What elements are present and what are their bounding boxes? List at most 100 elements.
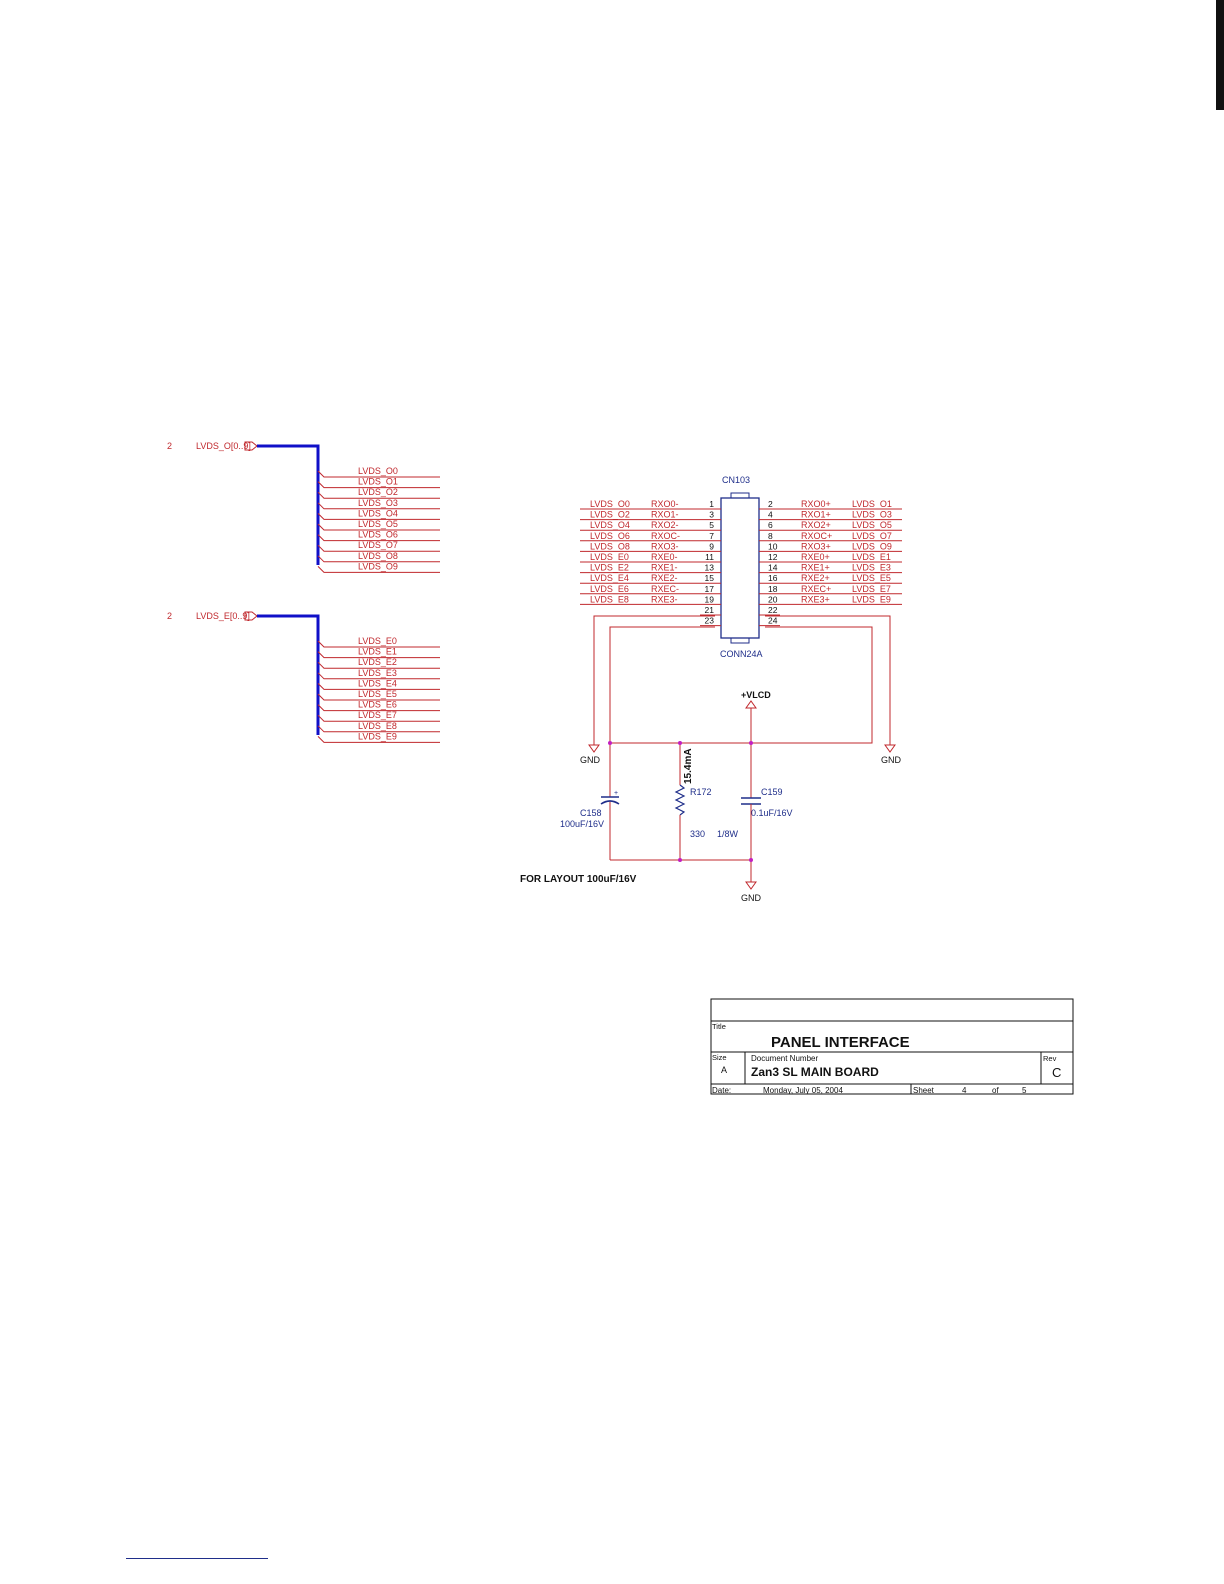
connector-right-rows: 2 RXO0+ LVDS_O1 4 RXO1+ LVDS_O3 6 RXO2+ … — [768, 499, 892, 626]
conn-right-sig: RXO2+ — [801, 520, 831, 530]
conn-left-net: LVDS_E2 — [590, 563, 629, 573]
conn-right-sig: RXO3+ — [801, 541, 831, 551]
drawing-title: PANEL INTERFACE — [771, 1034, 910, 1051]
conn-left-sig: RXE3- — [651, 594, 678, 604]
conn-right-sig: RXE0+ — [801, 552, 830, 562]
bus-e-entry-wire — [317, 704, 440, 712]
rev-caption: Rev — [1043, 1054, 1057, 1063]
date-caption: Date: — [712, 1086, 731, 1095]
bus-e-entry-wire — [317, 672, 440, 680]
bus-o-entry-wire — [317, 544, 440, 552]
connector-cn103: CN103 CONN24A LVDS_O0 RXO0- 1 LVDS_O2 RX… — [580, 475, 902, 659]
conn-right-pin: 16 — [768, 573, 778, 583]
bus-e-entry-wire — [317, 661, 440, 669]
bus-o-wire — [257, 444, 320, 565]
conn-right-net: LVDS_E9 — [852, 594, 891, 604]
bus-e-group: 2 LVDS_E[0..9] LVDS_E0 LVDS_E1 LVDS_E2 L… — [167, 611, 440, 743]
conn-left-pin: 11 — [705, 552, 714, 562]
layout-note: FOR LAYOUT 100uF/16V — [520, 874, 637, 885]
conn-left-sig: RXO3- — [651, 541, 679, 551]
bus-e-port-arrow-icon — [244, 611, 258, 621]
size-caption: Size — [712, 1053, 727, 1062]
bus-e-net-label: LVDS_E8 — [358, 721, 397, 731]
bus-e-net-label: LVDS_E2 — [358, 657, 397, 667]
bus-o-net-label: LVDS_O0 — [358, 466, 398, 476]
bus-e-entry-wire — [317, 736, 440, 743]
gnd-bottom-icon — [745, 881, 757, 890]
conn-right-pin: 12 — [768, 552, 778, 562]
conn-right-sig: RXE3+ — [801, 594, 830, 604]
bus-o-entries — [317, 470, 440, 573]
conn-left-net: LVDS_E0 — [590, 552, 629, 562]
size-value: A — [721, 1065, 727, 1075]
gnd-right-label: GND — [881, 755, 902, 765]
r172-rating: 1/8W — [717, 829, 739, 839]
bus-e-net-label: LVDS_E6 — [358, 700, 397, 710]
conn-left-sig: RXO2- — [651, 520, 679, 530]
junction-dot — [749, 858, 753, 862]
connector-body — [720, 497, 760, 639]
bus-e-net-label: LVDS_E9 — [358, 731, 397, 741]
c158-value: 100uF/16V — [560, 819, 604, 829]
gnd-left-label: GND — [580, 755, 601, 765]
gnd-bottom-label: GND — [741, 893, 762, 903]
gnd-wire-left — [593, 615, 715, 745]
bus-e-net-label: LVDS_E7 — [358, 710, 397, 720]
conn-left-net: LVDS_O2 — [590, 510, 630, 520]
total-value: 5 — [1022, 1086, 1027, 1095]
conn-left-sig: RXE1- — [651, 563, 678, 573]
bus-e-entries — [317, 640, 440, 743]
bus-e-entry-wire — [317, 640, 440, 648]
connector-key-top — [730, 492, 750, 499]
conn-right-pin: 24 — [768, 616, 778, 626]
conn-right-net: LVDS_O5 — [852, 520, 892, 530]
gnd-right-icon — [884, 744, 896, 753]
connector-wires — [580, 508, 902, 627]
conn-left-pin: 19 — [705, 594, 715, 604]
conn-left-sig: RXE2- — [651, 573, 678, 583]
conn-left-pin: 7 — [709, 531, 714, 541]
bus-e-port-label: LVDS_E[0..9] — [196, 611, 250, 621]
conn-left-pin: 5 — [709, 520, 714, 530]
conn-right-net: LVDS_O3 — [852, 510, 892, 520]
sheet-value: 4 — [962, 1086, 967, 1095]
conn-left-pin: 15 — [705, 573, 715, 583]
conn-right-net: LVDS_E5 — [852, 573, 891, 583]
conn-right-sig: RXO1+ — [801, 510, 831, 520]
conn-right-pin: 10 — [768, 541, 778, 551]
bus-e-net-label: LVDS_E0 — [358, 636, 397, 646]
bus-o-net-label: LVDS_O6 — [358, 530, 398, 540]
vlcd-label: +VLCD — [741, 690, 771, 700]
bus-o-entry-wire — [317, 491, 440, 499]
conn-left-pin: 1 — [709, 499, 714, 509]
title-block-frame — [710, 998, 1074, 1095]
docnum-caption: Document Number — [751, 1054, 818, 1063]
conn-left-pin: 13 — [705, 563, 715, 573]
of-caption: of — [992, 1086, 999, 1095]
bus-o-entry-wire — [317, 502, 440, 510]
bus-o-entry-wire — [317, 523, 440, 531]
page-edge-mark — [1216, 0, 1224, 110]
bus-o-entry-wire — [317, 513, 440, 520]
connector-key-bottom — [730, 637, 750, 644]
c158-refdes: C158 — [580, 808, 602, 818]
conn-right-net: LVDS_E7 — [852, 584, 891, 594]
conn-left-sig: RXOC- — [651, 531, 680, 541]
bus-e-net-label: LVDS_E4 — [358, 678, 397, 688]
conn-left-sig: RXEC- — [651, 584, 679, 594]
title-block: Title PANEL INTERFACE Size A Document Nu… — [710, 998, 1074, 1095]
bus-e-net-label: LVDS_E3 — [358, 668, 397, 678]
conn-right-net: LVDS_O1 — [852, 499, 892, 509]
conn-left-pin: 21 — [705, 605, 715, 615]
conn-right-pin: 18 — [768, 584, 778, 594]
bus-o-net-label: LVDS_O1 — [358, 477, 398, 487]
conn-right-pin: 4 — [768, 510, 773, 520]
conn-right-pin: 6 — [768, 520, 773, 530]
bus-o-net-label: LVDS_O4 — [358, 508, 398, 518]
conn-left-sig: RXO1- — [651, 510, 679, 520]
bus-o-entry-wire — [317, 481, 440, 489]
title-caption: Title — [712, 1022, 726, 1031]
conn-left-net: LVDS_E6 — [590, 584, 629, 594]
connector-refdes: CN103 — [722, 475, 750, 485]
